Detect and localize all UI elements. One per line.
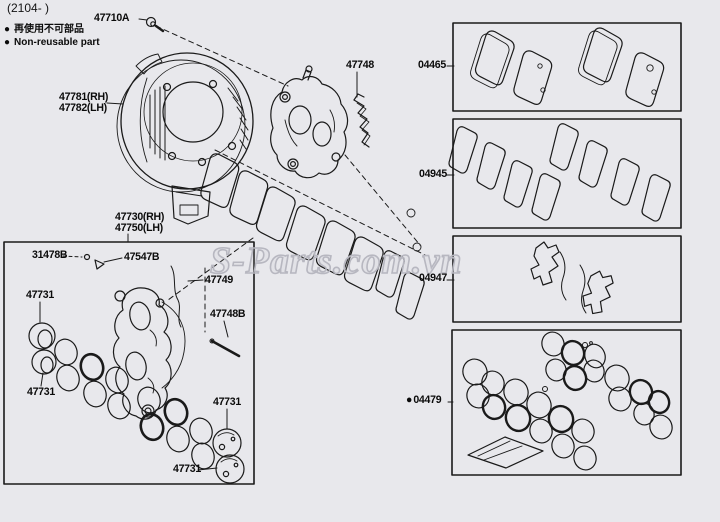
part-label-47731-top: 47731 xyxy=(26,289,54,301)
part-label-47731-bottom: 47731 xyxy=(173,463,201,475)
bullet-icon: ● xyxy=(4,24,11,35)
leader-lines xyxy=(39,18,455,471)
fitting-kit-box xyxy=(452,235,682,323)
part-label-47748: 47748 xyxy=(346,59,374,71)
legend-line-en: ●Non-reusable part xyxy=(4,37,100,48)
kit-label-04947: 04947 xyxy=(419,272,447,284)
non-reusable-bullet-icon: ● xyxy=(406,394,413,406)
caliper-bolt-drawing xyxy=(145,16,165,33)
construction-lines xyxy=(62,25,426,333)
part-label-47710A: 47710A xyxy=(94,12,130,24)
part-label-47781-47782: 47781(RH) 47782(LH) xyxy=(59,91,109,114)
part-label-31478B: 31478B xyxy=(32,249,68,261)
part-label-47731-right: 47731 xyxy=(213,396,241,408)
pad-kit-box xyxy=(452,22,682,112)
kit-label-04479: ●04479 xyxy=(406,394,442,406)
seal-kit-box xyxy=(451,329,682,476)
caliper-kit-box xyxy=(3,241,255,485)
kit-label-04465: 04465 xyxy=(418,59,446,71)
dust-shield-drawing xyxy=(116,52,254,225)
part-label-47748B: 47748B xyxy=(210,308,246,320)
part-label-47730-47750: 47730(RH) 47750(LH) xyxy=(115,211,165,234)
part-label-47731-left: 47731 xyxy=(27,386,55,398)
pad-clip-drawing xyxy=(353,93,371,148)
non-reusable-legend: ●再使用不可部品 ●Non-reusable part xyxy=(4,23,100,49)
model-period-code: (2104- ) xyxy=(7,1,50,15)
shim-kit-box xyxy=(446,118,682,229)
legend-line-jp: ●再使用不可部品 xyxy=(4,24,85,35)
kit-label-04945: 04945 xyxy=(419,168,447,180)
bullet-icon: ● xyxy=(4,37,11,48)
part-label-47547B: 47547B xyxy=(124,251,160,263)
part-label-47749: 47749 xyxy=(205,274,233,286)
caliper-upper-drawing xyxy=(270,65,349,179)
